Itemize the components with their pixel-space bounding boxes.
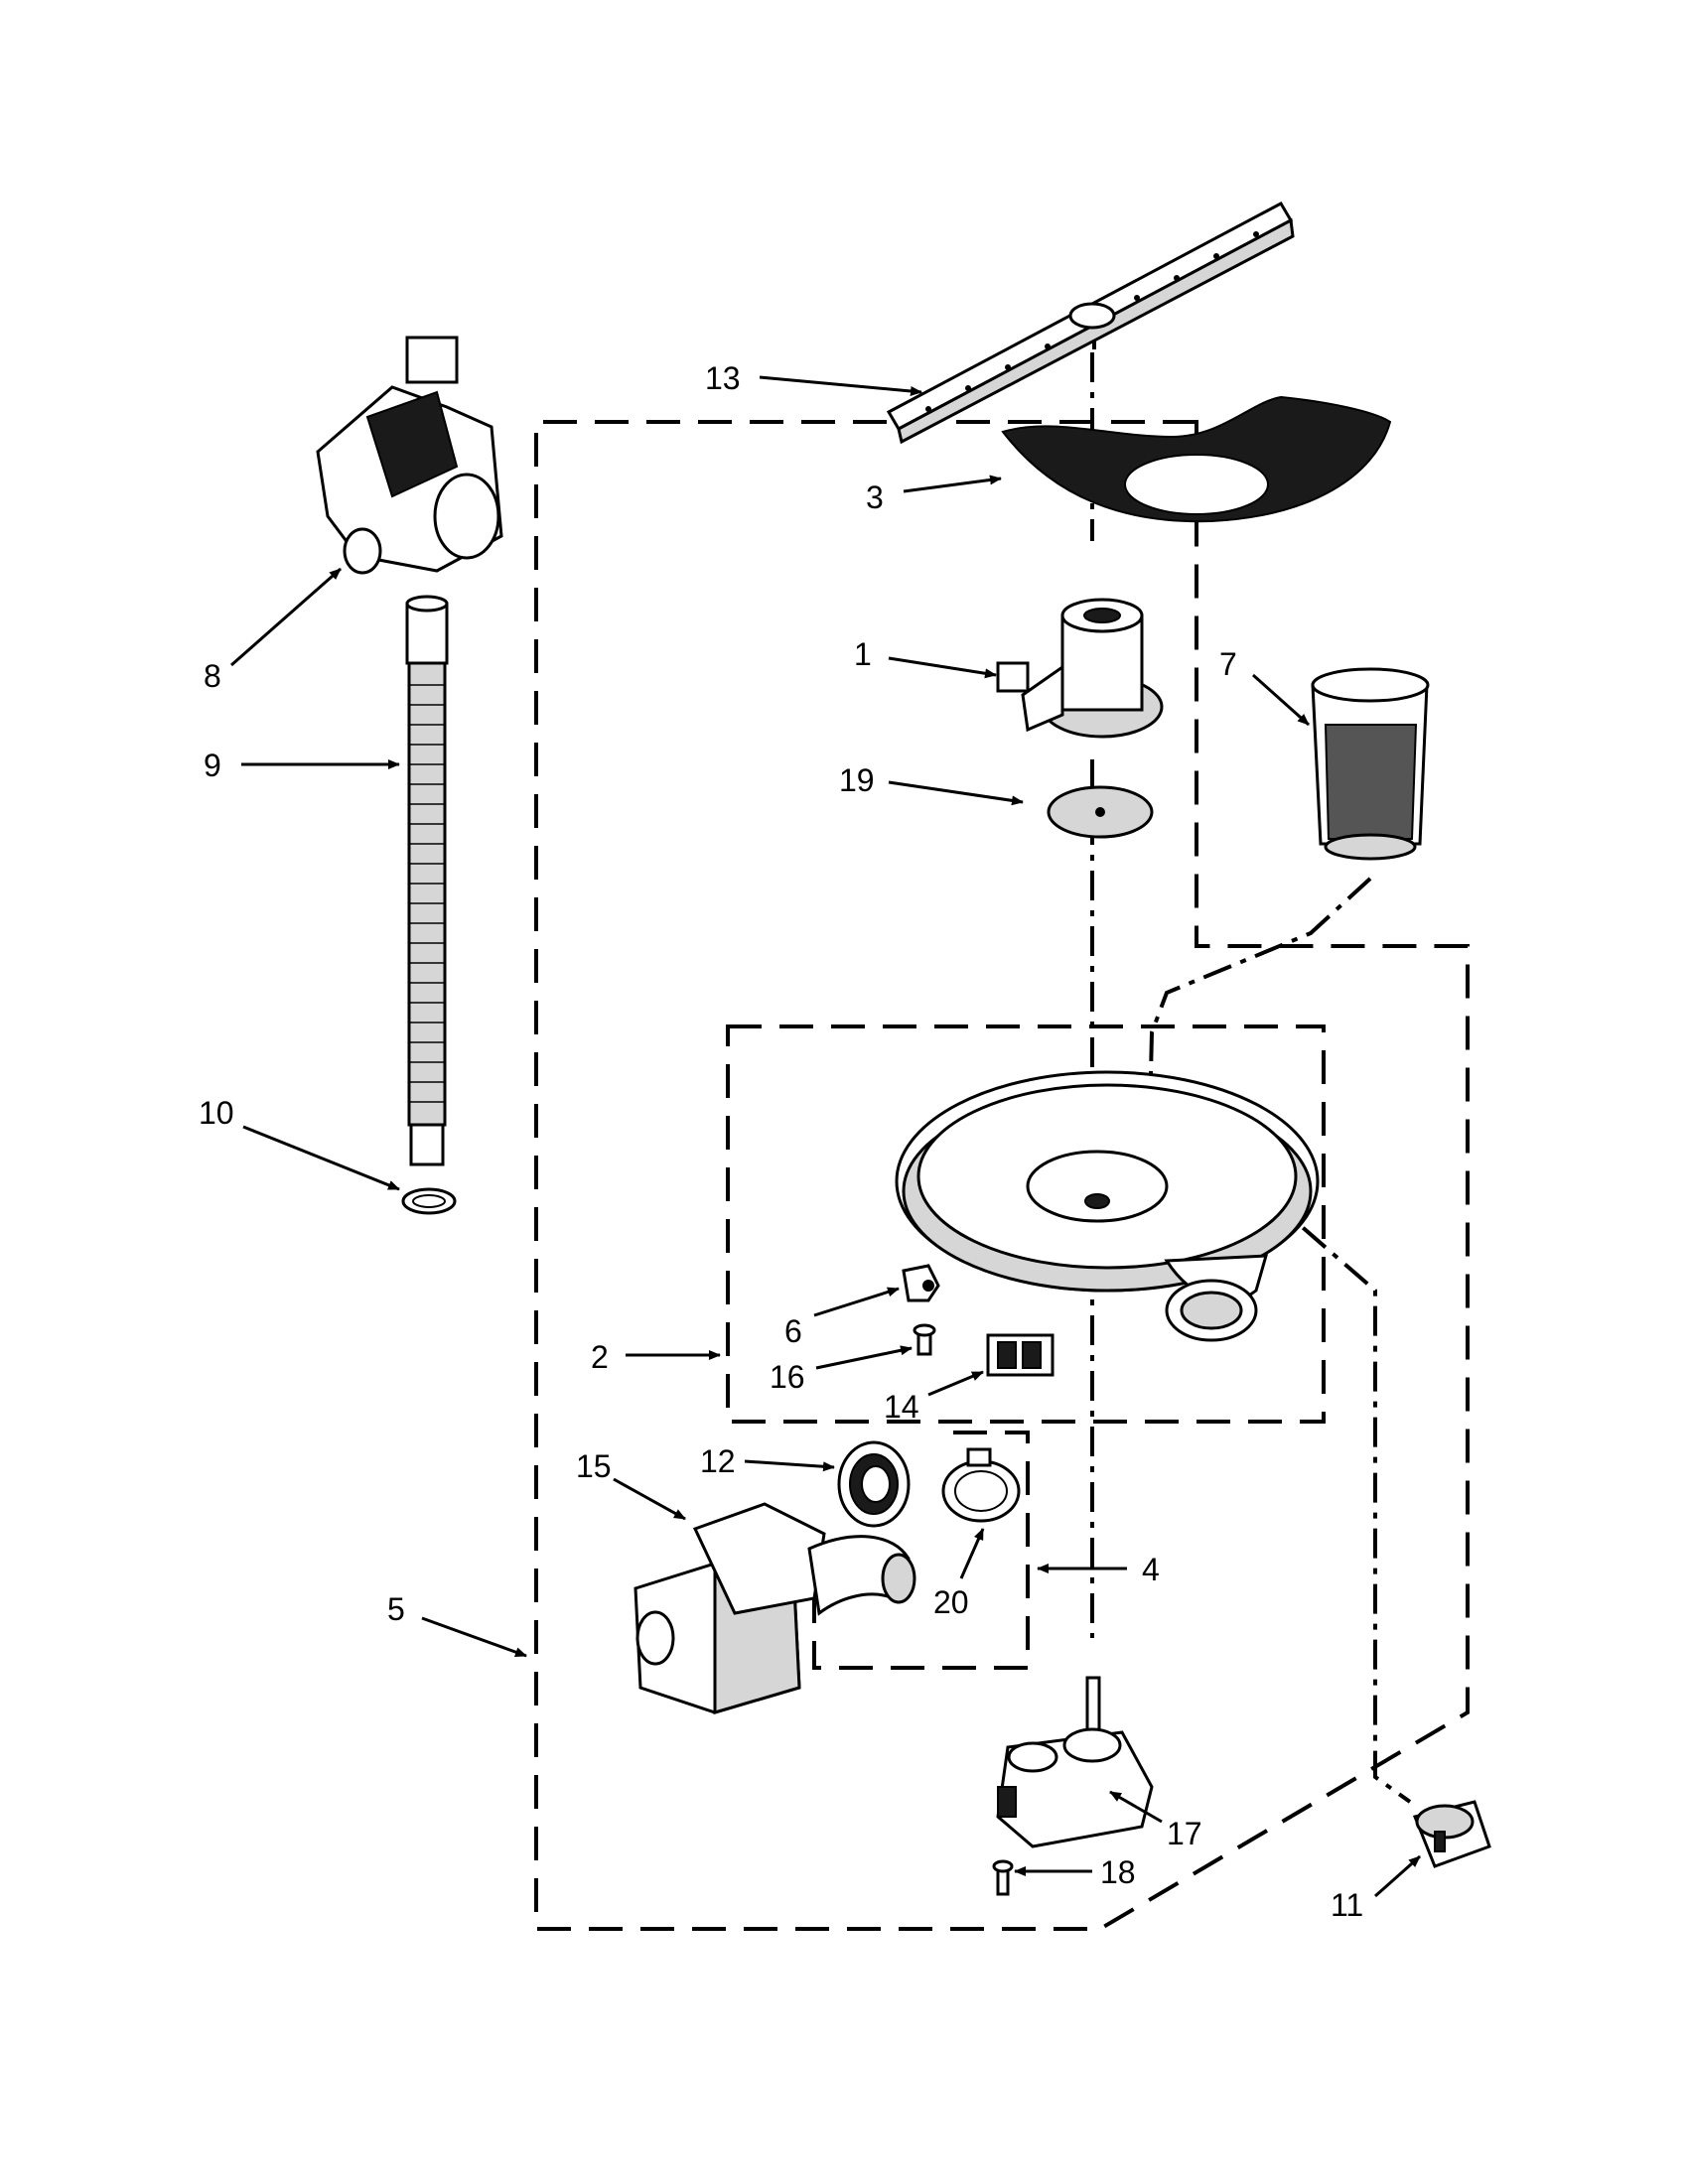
diverter-part bbox=[996, 1676, 1154, 1848]
callout-9: 9 bbox=[204, 748, 221, 783]
callout-13: 13 bbox=[705, 360, 741, 396]
leader-5 bbox=[421, 1616, 527, 1658]
callout-11: 11 bbox=[1331, 1887, 1363, 1923]
screw-part bbox=[913, 1323, 936, 1356]
alignment-lines bbox=[1090, 320, 1412, 1804]
diverter-screw-part bbox=[992, 1859, 1014, 1896]
assembly-boundaries bbox=[534, 420, 1470, 1931]
callout-14: 14 bbox=[884, 1389, 919, 1425]
leader-17 bbox=[1109, 1790, 1163, 1824]
callout-12: 12 bbox=[700, 1443, 736, 1479]
callout-19: 19 bbox=[839, 762, 875, 798]
sump-part bbox=[895, 1070, 1320, 1342]
leader-12 bbox=[744, 1459, 835, 1472]
boundary-assembly-4 bbox=[812, 1431, 1030, 1670]
callout-15: 15 bbox=[576, 1448, 612, 1484]
leader-19 bbox=[888, 780, 1024, 806]
hose-clamp-part bbox=[401, 1187, 457, 1215]
leader-3 bbox=[903, 475, 1002, 493]
callout-8: 8 bbox=[204, 658, 221, 694]
callout-3: 3 bbox=[866, 479, 884, 515]
callout-10: 10 bbox=[199, 1095, 234, 1131]
sensor-part bbox=[1412, 1800, 1491, 1868]
leader-10 bbox=[242, 1125, 400, 1191]
drain-pump-part bbox=[316, 336, 503, 575]
wash-arm-part bbox=[886, 202, 1295, 445]
callout-16: 16 bbox=[770, 1359, 805, 1395]
callout-6: 6 bbox=[784, 1313, 802, 1349]
callout-20: 20 bbox=[933, 1584, 969, 1620]
leader-13 bbox=[759, 375, 922, 396]
callout-1: 1 bbox=[854, 636, 872, 672]
callout-17: 17 bbox=[1167, 1816, 1202, 1851]
drain-hose-part bbox=[405, 595, 449, 1166]
callout-4: 4 bbox=[1142, 1552, 1160, 1587]
leader-8 bbox=[230, 567, 342, 667]
spray-hub-part bbox=[996, 598, 1164, 739]
connector-part bbox=[986, 1333, 1055, 1377]
leader-16 bbox=[815, 1345, 913, 1370]
bracket-part bbox=[902, 1264, 940, 1302]
shield-part bbox=[1001, 395, 1392, 523]
pump-motor-part bbox=[633, 1502, 916, 1715]
leader-6 bbox=[813, 1287, 900, 1317]
leader-lines bbox=[230, 375, 1421, 1898]
boundary-assembly-5 bbox=[534, 420, 1470, 1931]
leader-7 bbox=[1252, 673, 1310, 727]
leader-14 bbox=[927, 1370, 984, 1397]
filter-part bbox=[1311, 667, 1430, 861]
leader-11 bbox=[1374, 1854, 1421, 1898]
seal-ring-part bbox=[837, 1440, 911, 1528]
boundary-assembly-2 bbox=[726, 1024, 1326, 1424]
leader-20 bbox=[959, 1528, 985, 1579]
callout-7: 7 bbox=[1219, 646, 1237, 682]
callout-2: 2 bbox=[591, 1339, 609, 1375]
leader-15 bbox=[613, 1477, 686, 1521]
callout-labels: 13 3 1 19 7 8 9 10 6 16 14 2 12 15 20 4 … bbox=[199, 360, 1363, 1923]
seal-disc-part bbox=[1047, 785, 1154, 839]
callout-18: 18 bbox=[1100, 1854, 1136, 1890]
clamp-part bbox=[941, 1447, 1021, 1523]
leader-1 bbox=[888, 656, 997, 679]
centerline-sensor bbox=[1259, 1189, 1412, 1804]
callout-5: 5 bbox=[387, 1591, 405, 1627]
